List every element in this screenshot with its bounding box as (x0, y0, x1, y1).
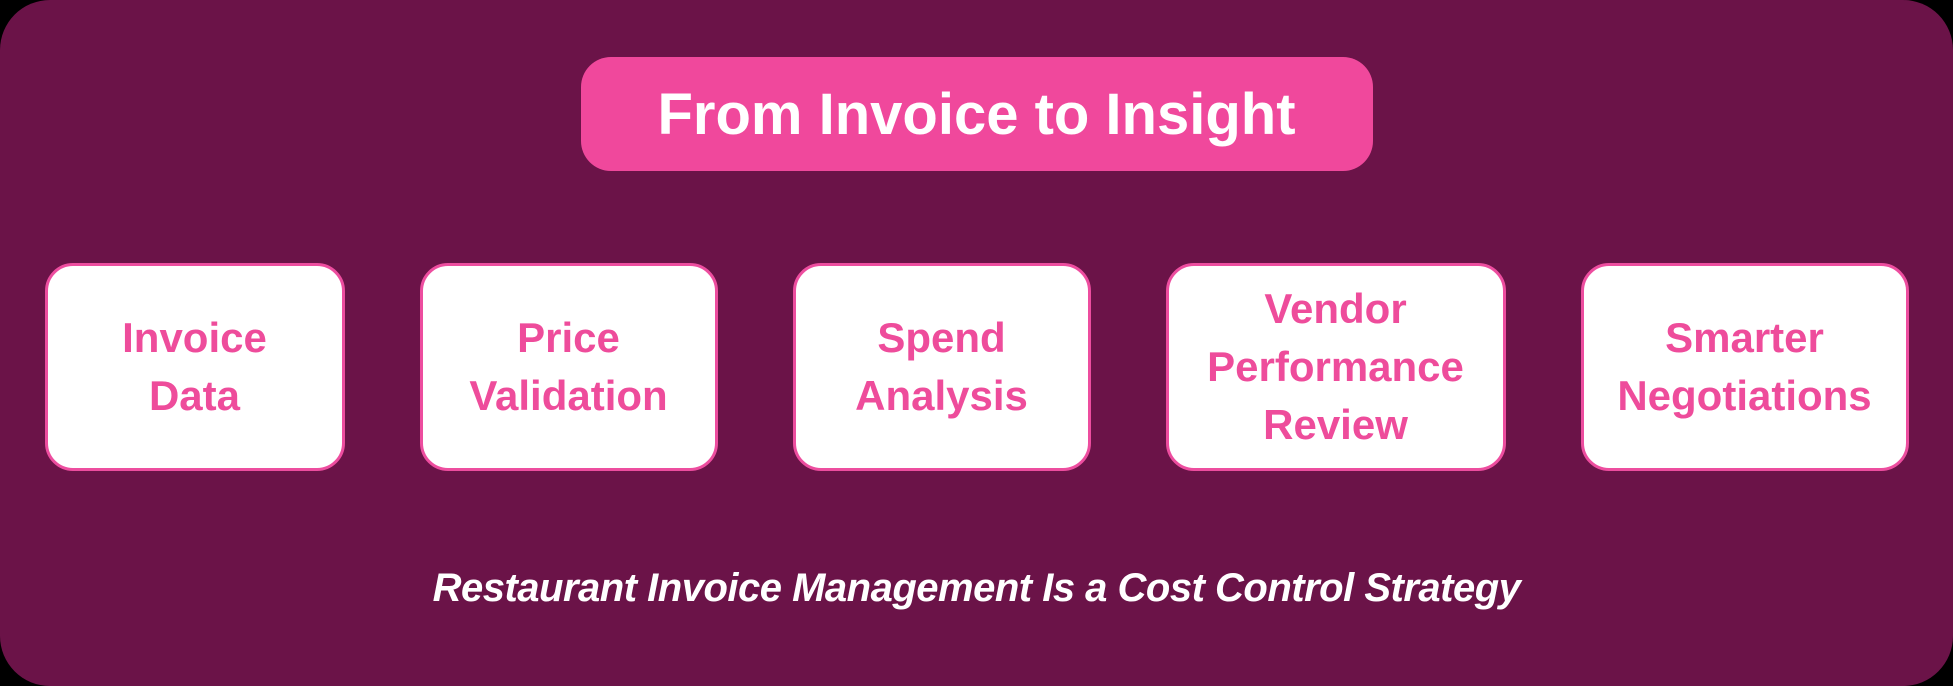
card-smarter-negotiations: Smarter Negotiations (1580, 263, 1909, 471)
card-spend-analysis: Spend Analysis (792, 263, 1091, 471)
card-invoice-data: Invoice Data (44, 263, 345, 471)
card-invoice-data-label: Invoice Data (122, 314, 267, 419)
footer-caption: Restaurant Invoice Management Is a Cost … (432, 566, 1521, 610)
card-price-validation: Price Validation (419, 263, 718, 471)
card-vendor-performance-review-label: Vendor Performance Review (1207, 285, 1464, 448)
card-spend-analysis-label: Spend Analysis (855, 314, 1028, 419)
card-vendor-performance-review: Vendor Performance Review (1165, 263, 1506, 471)
card-smarter-negotiations-label: Smarter Negotiations (1617, 314, 1872, 419)
header-title: From Invoice to Insight (657, 81, 1296, 147)
caption-row: Restaurant Invoice Management Is a Cost … (0, 566, 1953, 611)
header-banner: From Invoice to Insight (580, 57, 1373, 171)
card-price-validation-label: Price Validation (469, 314, 668, 419)
cards-row: Invoice Data Price Validation Spend Anal… (0, 263, 1953, 471)
